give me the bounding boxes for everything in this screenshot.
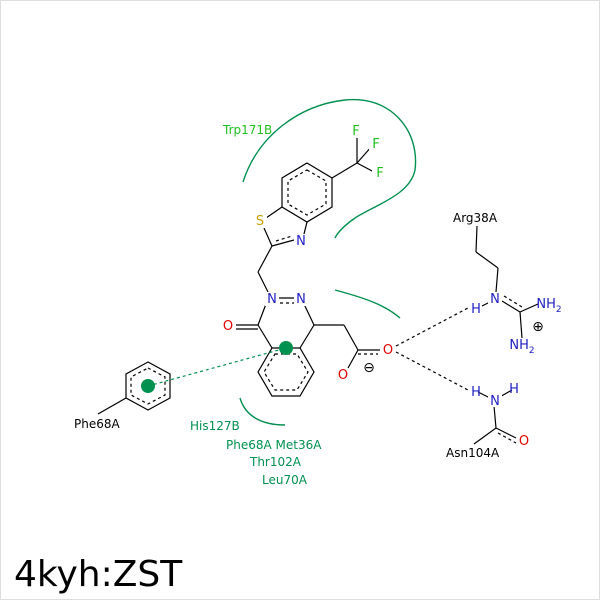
atom-f1: F <box>352 124 359 139</box>
charge-plus: ⊕ <box>532 319 544 335</box>
pi-centroid-ligand <box>279 341 293 355</box>
asn-bond-c-o <box>495 427 517 439</box>
atom-n-arg: N <box>490 292 500 307</box>
diagram-title: 4kyh:ZST <box>14 554 183 595</box>
phe-ring-bonds <box>97 361 171 415</box>
thz-bond-2 <box>263 227 273 247</box>
atom-o-acid: O <box>383 343 393 358</box>
asn-bond-n-c <box>493 405 497 429</box>
pi-stack-line <box>147 347 287 387</box>
atom-h1-asn: H <box>471 385 481 400</box>
thz-bond-4 <box>303 221 308 235</box>
arg-chain-3 <box>495 267 499 293</box>
thz-bond-3 <box>271 239 295 247</box>
arg-bonds <box>475 225 539 339</box>
hbonds <box>395 307 469 391</box>
acid-bond-4 <box>347 349 359 369</box>
hydrophobic-arc-his <box>239 397 286 426</box>
hbond-asn <box>395 351 469 391</box>
benzo-ring-inner <box>287 169 327 216</box>
atom-labels: F F F S N N N O O O ⊖ N H NH2 NH2 ⊕ H H … <box>221 124 568 449</box>
residue-phe68a-ring: Phe68A <box>74 417 120 431</box>
atom-nh2-b: NH2 <box>509 338 534 356</box>
cf3-bond <box>331 162 358 179</box>
ch2-bond-1 <box>257 245 273 273</box>
asn-bond-c-o-dash <box>497 432 517 444</box>
pz-bond-c8a-c1 <box>257 324 273 349</box>
atom-f2: F <box>372 137 379 152</box>
fused-benzene <box>257 347 315 397</box>
benzo-ring <box>281 162 333 223</box>
atom-s: S <box>256 214 264 229</box>
hydrophobic-arcs <box>239 98 417 426</box>
pz-bond-n-c4 <box>303 303 315 326</box>
fused-benzene-inner <box>263 353 309 391</box>
atom-n-a: N <box>267 292 277 307</box>
arg-bond-c-nh2b <box>519 311 523 339</box>
residue-arg38a: Arg38A <box>453 211 498 225</box>
atom-n-asn: N <box>490 394 500 409</box>
residue-thr102a: Thr102A <box>249 455 302 469</box>
thz-bond-1 <box>265 206 283 219</box>
hbond-arg <box>395 307 469 347</box>
ch2-bond-2 <box>257 271 269 293</box>
charge-minus: ⊖ <box>363 360 375 376</box>
residue-his127b: His127B <box>190 419 240 433</box>
atom-h-arg: H <box>471 302 481 317</box>
residue-leu70a: Leu70A <box>262 473 308 487</box>
pz-bond-c4-c4a <box>299 324 315 349</box>
arg-bond-n-c-dash <box>503 295 523 308</box>
ligand-bonds <box>236 136 380 397</box>
atom-h2-asn: H <box>509 382 519 397</box>
residue-trp171b: Trp171B <box>222 123 272 137</box>
residue-phe68a-met36a: Phe68A Met36A <box>226 438 322 452</box>
residue-labels: Trp171B Arg38A Asn104A Phe68A His127B Ph… <box>74 123 500 487</box>
residue-asn104a: Asn104A <box>446 446 500 460</box>
hydrophobic-arc-trp <box>242 98 417 239</box>
phe-ring-chain <box>97 397 127 415</box>
atom-f3: F <box>376 166 383 181</box>
pz-bond-c1-n <box>257 303 267 326</box>
phe-ring-inner <box>130 367 166 405</box>
arg-bond-n-c <box>501 300 521 313</box>
arg-bond-c-nh2a <box>519 303 539 313</box>
atom-n-thiazole: N <box>296 234 306 249</box>
thz-bond-3b <box>275 235 293 242</box>
atom-o-anion: O <box>338 368 348 383</box>
atom-nh2-a: NH2 <box>536 297 561 315</box>
atom-o-asn: O <box>519 434 529 449</box>
cf-bond-3 <box>356 162 375 173</box>
phe-ring <box>125 361 171 411</box>
atom-n-b: N <box>296 292 306 307</box>
atom-o-ketone: O <box>223 319 233 334</box>
arg-chain-2 <box>475 251 499 269</box>
acid-bond-2 <box>343 324 359 351</box>
arg-chain-1 <box>475 225 478 253</box>
pi-centroid-phe <box>141 379 155 393</box>
asn-bond-c-chain <box>473 427 497 445</box>
hydrophobic-arc-right <box>334 289 401 319</box>
